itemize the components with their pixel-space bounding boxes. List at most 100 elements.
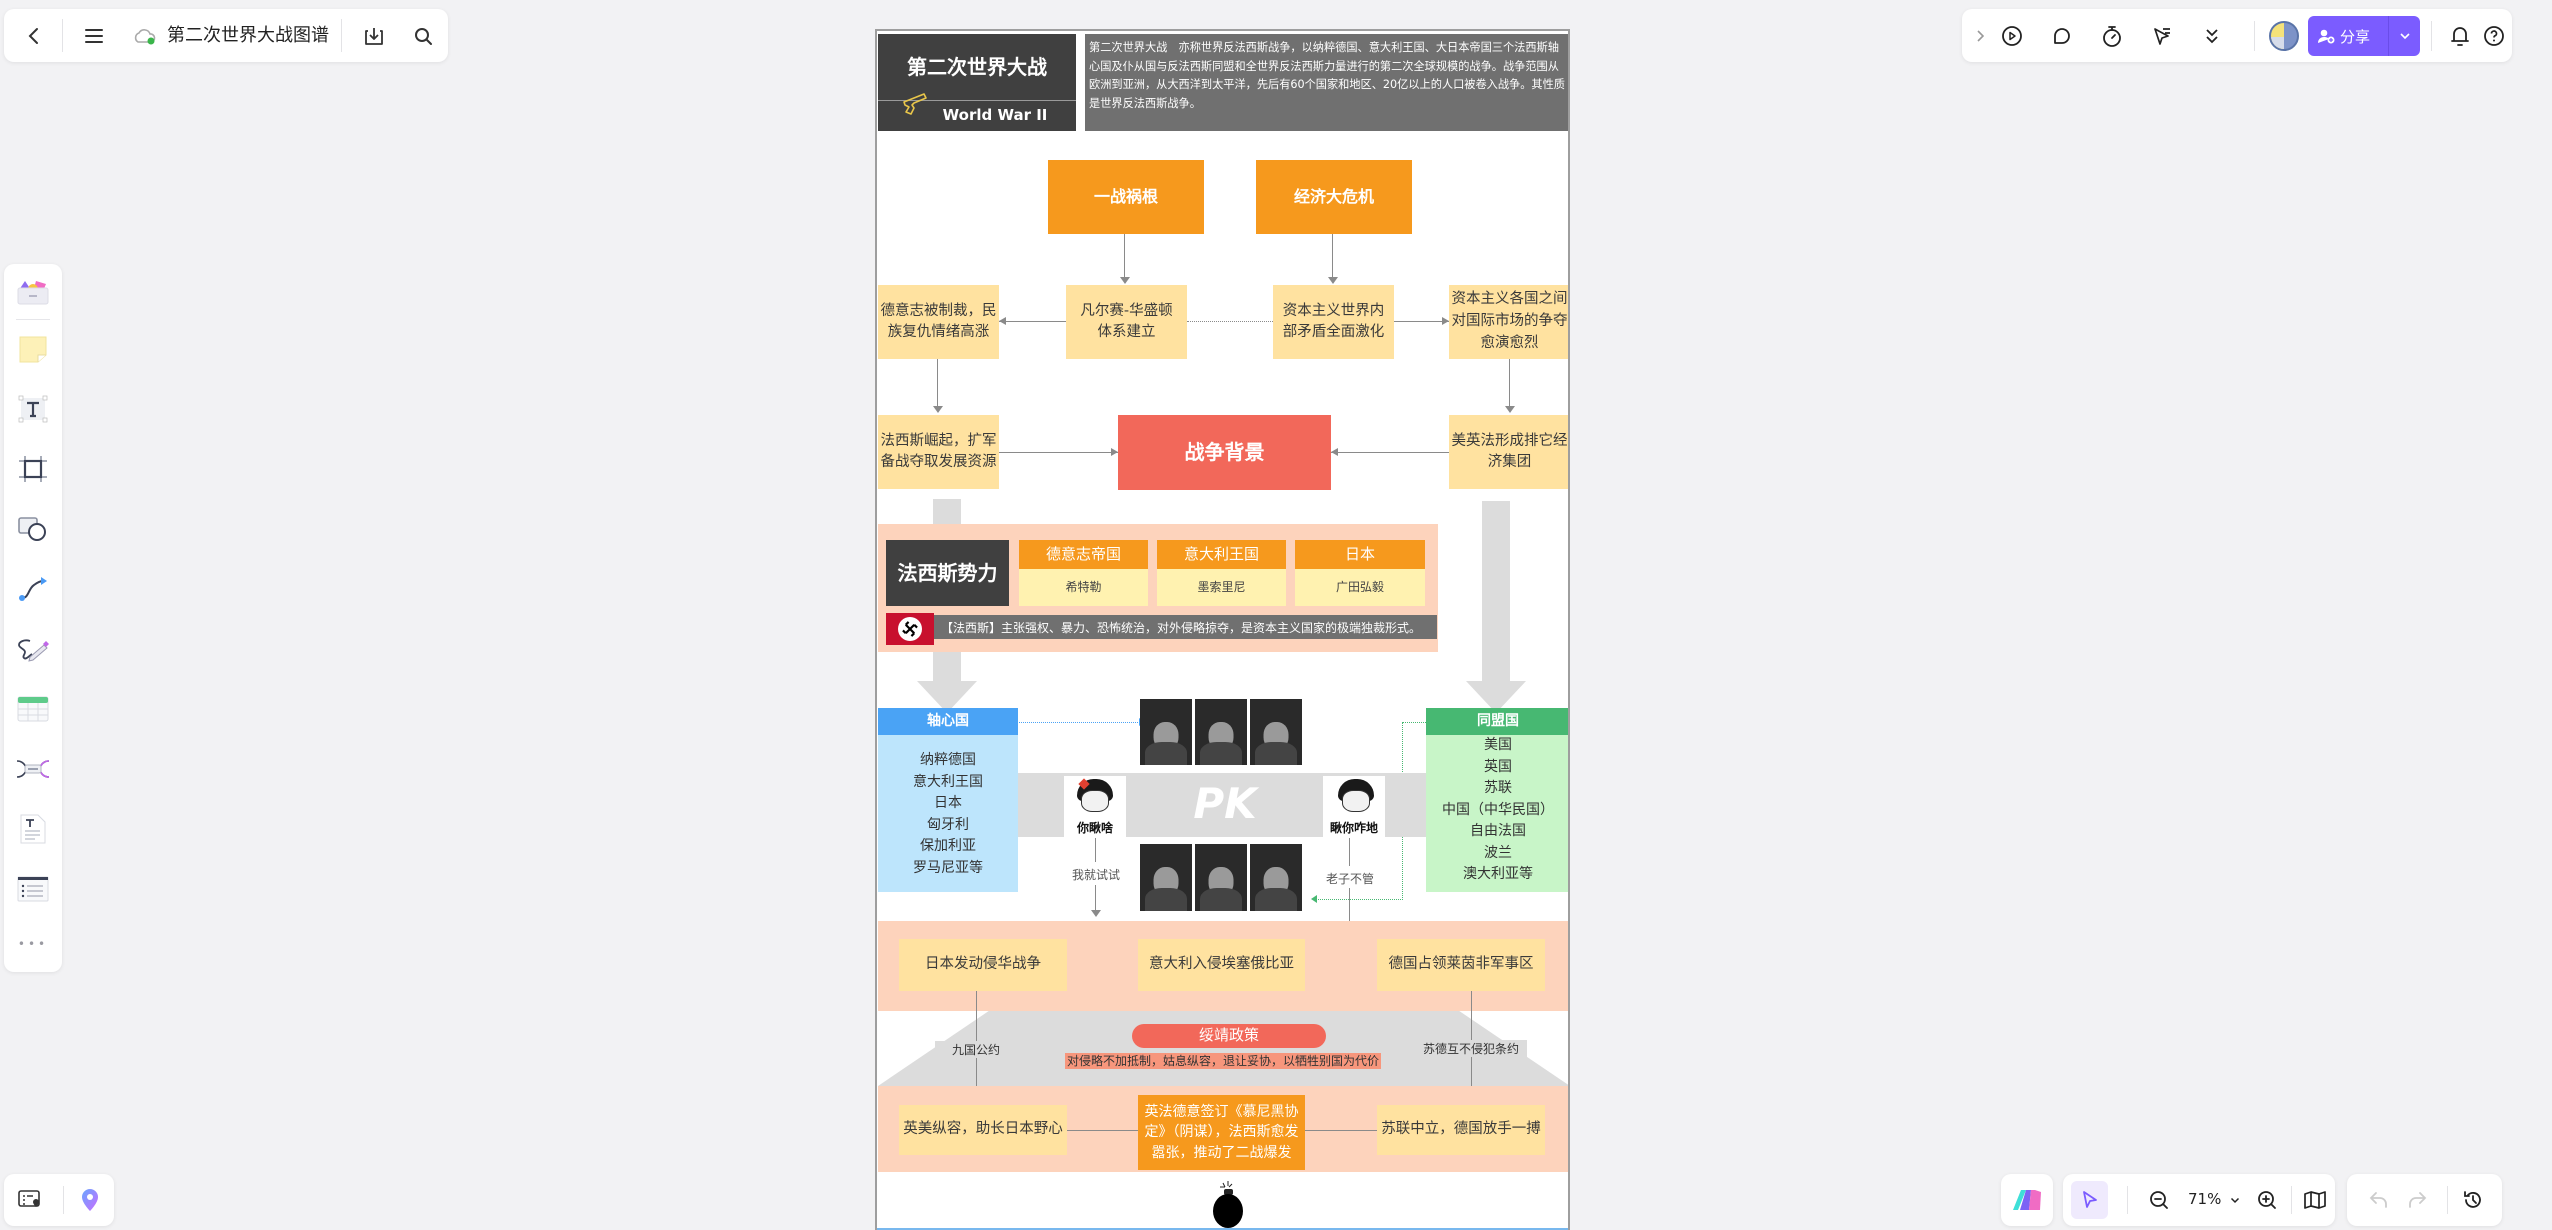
back-button[interactable]	[18, 20, 50, 52]
bell-icon	[2451, 27, 2469, 46]
zoom-in-button[interactable]	[2253, 1186, 2281, 1214]
photo-hirota[interactable]	[1250, 699, 1302, 765]
header-title-block[interactable]: 第二次世界大战 World War II	[878, 34, 1076, 131]
select-tool-button[interactable]	[2071, 1181, 2108, 1219]
treaty-nine-power: 九国公约	[935, 1041, 1017, 1058]
shapes-icon	[18, 517, 46, 541]
toolbar-item-list[interactable]	[13, 869, 53, 909]
photo-stalin[interactable]	[1250, 844, 1302, 911]
toolbar-item-frame[interactable]	[13, 449, 53, 489]
top-left-toolbar: 第二次世界大战图谱	[4, 9, 448, 62]
header-description[interactable]: 第二次世界大战 亦称世界反法西斯战争，以纳粹德国、意大利王国、大日本帝国三个法西…	[1085, 34, 1568, 131]
history-button[interactable]	[2459, 1186, 2487, 1214]
photo-mussolini[interactable]	[1195, 699, 1247, 765]
text-icon	[18, 395, 48, 423]
event-germany-rhineland[interactable]: 德国占领莱茵非军事区	[1377, 939, 1545, 991]
mindmap-icon	[16, 760, 50, 778]
toolbar-item-text[interactable]	[13, 389, 53, 429]
undo-button[interactable]	[2365, 1186, 2393, 1214]
app-logo-button[interactable]	[2009, 1182, 2045, 1218]
meme-left-caption: 你瞅啥	[1076, 821, 1113, 835]
meme-right-caption: 瞅你咋地	[1329, 821, 1378, 835]
outline-locate-icon	[18, 1190, 40, 1207]
history-icon	[2464, 1191, 2481, 1208]
fascist-country-germany[interactable]: 德意志帝国 希特勒	[1019, 540, 1148, 606]
country-name: 日本	[1295, 540, 1425, 569]
node-contradiction[interactable]: 资本主义世界内部矛盾全面激化	[1273, 285, 1394, 359]
node-fascism-rise[interactable]: 法西斯崛起，扩军备战夺取发展资源	[878, 415, 999, 489]
leader-name: 广田弘毅	[1295, 569, 1425, 606]
result-soviet-neutral[interactable]: 苏联中立，德国放手一搏	[1377, 1105, 1545, 1155]
photo-churchill[interactable]	[1195, 844, 1247, 911]
zoom-in-icon	[2258, 1191, 2276, 1209]
hamburger-icon	[85, 29, 103, 43]
fascism-definition-bar[interactable]: 【法西斯】主张强权、暴力、恐怖统治，对外侵略掠夺，是资本主义国家的极端独裁形式。	[886, 613, 1437, 645]
toolbar-item-templates[interactable]	[13, 272, 53, 312]
redo-button[interactable]	[2403, 1186, 2431, 1214]
chevron-left-icon	[28, 28, 38, 44]
node-war-background[interactable]: 战争背景	[1118, 415, 1331, 490]
fascist-country-italy[interactable]: 意大利王国 墨索里尼	[1157, 540, 1286, 606]
toolbar-item-more[interactable]: •••	[13, 929, 53, 959]
node-economic-blocs[interactable]: 美英法形成排它经济集团	[1449, 415, 1568, 489]
more-tools-button[interactable]	[2196, 20, 2228, 52]
result-us-uk-indulge[interactable]: 英美纵容，助长日本野心	[899, 1105, 1067, 1155]
leader-name: 墨索里尼	[1157, 569, 1286, 606]
node-root-economic-crisis[interactable]: 经济大危机	[1256, 160, 1412, 234]
diagram-canvas[interactable]: 第二次世界大战 World War II 第二次世界大战 亦称世界反法西斯战争，…	[875, 29, 1570, 1230]
follow-cursor-button[interactable]	[2146, 20, 2178, 52]
meme-right[interactable]: 瞅你咋地	[1323, 776, 1385, 838]
toolbar-item-shapes[interactable]	[13, 509, 53, 549]
undo-icon	[2369, 1192, 2387, 1208]
appeasement-policy[interactable]: 绥靖政策	[1132, 1024, 1326, 1048]
list-icon	[17, 876, 49, 902]
node-market-competition[interactable]: 资本主义各国之间对国际市场的争夺愈演愈烈	[1449, 285, 1568, 359]
redo-icon	[2409, 1192, 2427, 1208]
search-button[interactable]	[407, 20, 439, 52]
fascist-country-japan[interactable]: 日本 广田弘毅	[1295, 540, 1425, 606]
toolbar-item-connector[interactable]	[13, 569, 53, 609]
minimap-button[interactable]	[2301, 1186, 2329, 1214]
event-japan-china[interactable]: 日本发动侵华战争	[899, 939, 1067, 991]
present-button[interactable]	[1996, 20, 2028, 52]
location-button[interactable]	[74, 1184, 106, 1216]
download-button[interactable]	[358, 20, 390, 52]
share-dropdown-button[interactable]	[2390, 16, 2420, 56]
axis-powers-card[interactable]: 轴心国 纳粹德国 意大利王国 日本 匈牙利 保加利亚 罗马尼亚等	[878, 708, 1018, 892]
outline-button[interactable]	[14, 1184, 46, 1216]
result-munich-agreement[interactable]: 英法德意签订《慕尼黑协定》（阴谋），法西斯愈发嚣张，推动了二战爆发	[1138, 1095, 1305, 1170]
share-button[interactable]: 分享	[2308, 16, 2420, 56]
meme-left[interactable]: 你瞅啥	[1064, 776, 1126, 838]
document-icon	[20, 814, 46, 844]
allied-powers-card[interactable]: 同盟国 美国 英国 苏联 中国（中华民国） 自由法国 波兰 澳大利亚等	[1426, 708, 1568, 892]
expand-toolbar-button[interactable]	[1970, 23, 1990, 49]
toolbar-item-sticky-note[interactable]	[13, 329, 53, 369]
notifications-button[interactable]	[2444, 20, 2476, 52]
chevron-right-icon	[1977, 30, 1984, 42]
toolbar-item-mindmap[interactable]	[13, 749, 53, 789]
toolbar-item-pen[interactable]	[13, 629, 53, 669]
toolbar-item-document[interactable]	[13, 809, 53, 849]
node-versailles[interactable]: 凡尔赛-华盛顿体系建立	[1066, 285, 1187, 359]
caption-try: 我就试试	[1071, 868, 1120, 882]
zoom-out-button[interactable]	[2145, 1186, 2173, 1214]
country-name: 德意志帝国	[1019, 540, 1148, 569]
toolbar-item-table[interactable]	[13, 689, 53, 729]
treaty-soviet-german: 苏德互不侵犯条约	[1415, 1040, 1527, 1057]
document-title[interactable]: 第二次世界大战图谱	[167, 25, 329, 46]
photo-roosevelt[interactable]	[1140, 844, 1192, 911]
timer-button[interactable]	[2096, 20, 2128, 52]
comment-button[interactable]	[2046, 20, 2078, 52]
photo-hitler[interactable]	[1140, 699, 1192, 765]
zoom-level[interactable]: 71%	[2188, 1190, 2222, 1208]
fascist-title[interactable]: 法西斯势力	[886, 540, 1009, 606]
axis-title: 轴心国	[878, 708, 1018, 735]
help-button[interactable]	[2478, 20, 2510, 52]
zoom-dropdown-button[interactable]	[2226, 1190, 2244, 1210]
user-avatar[interactable]	[2269, 21, 2299, 51]
event-italy-ethiopia[interactable]: 意大利入侵埃塞俄比亚	[1138, 939, 1305, 991]
menu-button[interactable]	[78, 20, 110, 52]
node-root-ww1[interactable]: 一战祸根	[1048, 160, 1204, 234]
node-germany-sanctioned[interactable]: 德意志被制裁，民族复仇情绪高涨	[878, 285, 999, 359]
play-icon	[2002, 26, 2022, 46]
